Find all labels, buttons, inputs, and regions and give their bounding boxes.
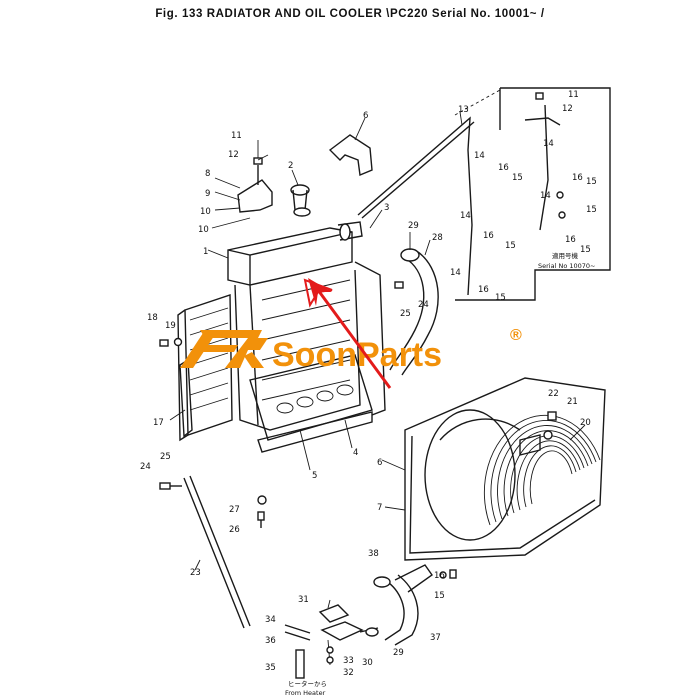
callout-31: 31 (298, 595, 309, 605)
callout-15-bottom: 15 (434, 591, 445, 601)
callout-16b: 16 (483, 231, 494, 241)
inset-jp-label: 適用号機 (552, 251, 579, 260)
heater-en-label: From Heater (285, 689, 326, 697)
callout-15b: 15 (505, 241, 516, 251)
callout-5: 5 (312, 471, 317, 481)
callout-2: 2 (288, 161, 293, 171)
callout-3: 3 (384, 203, 389, 213)
callout-36: 36 (265, 636, 276, 646)
inset-callout-16b: 16 (565, 235, 576, 245)
figure-title: Fig. 133 RADIATOR AND OIL COOLER \PC220 … (155, 8, 545, 20)
callout-14a: 14 (474, 151, 485, 161)
heater-jp-label: ヒーターから (288, 679, 327, 688)
stay-rod-23 (183, 475, 251, 629)
callout-13: 13 (458, 105, 469, 115)
inset-callout-16: 16 (572, 173, 583, 183)
callout-22: 22 (548, 389, 559, 399)
callout-9: 9 (205, 189, 210, 199)
callout-29: 29 (393, 648, 404, 658)
heater-pipe (284, 604, 379, 679)
red-arrow-icon (303, 278, 392, 389)
callout-21: 21 (567, 397, 578, 407)
inset-callout-15b: 15 (586, 205, 597, 215)
bolts (159, 281, 557, 579)
callout-1: 1 (203, 247, 208, 257)
inset-serial-label: Serial No 10070~ (538, 262, 596, 270)
callout-32: 32 (343, 668, 354, 678)
fan-shroud (404, 377, 606, 561)
callout-11: 11 (231, 131, 242, 141)
lower-hose (373, 564, 433, 646)
callout-8: 8 (205, 169, 210, 179)
callout-37: 37 (430, 633, 441, 643)
hose-28 (389, 248, 439, 376)
callout-14b: 14 (460, 211, 471, 221)
inset-callout-11: 11 (568, 90, 579, 100)
inset-callout-15c: 15 (580, 245, 591, 255)
callout-30: 30 (362, 658, 373, 668)
callout-25-top: 25 (400, 309, 411, 319)
radiator-assembly (227, 184, 386, 453)
callout-15a: 15 (512, 173, 523, 183)
callout-12: 12 (228, 150, 239, 160)
bracket-8 (237, 179, 273, 213)
callout-18: 18 (147, 313, 158, 323)
callout-35: 35 (265, 663, 276, 673)
watermark-registered: ® (510, 327, 522, 344)
callout-15c: 15 (495, 293, 506, 303)
callout-25-left: 25 (160, 452, 171, 462)
callout-7: 7 (377, 503, 382, 513)
callout-17: 17 (153, 418, 164, 428)
pipe-13 (357, 116, 475, 296)
callout-29-top: 29 (408, 221, 419, 231)
inset-callout-12: 12 (562, 104, 573, 114)
inset-callout-14a: 14 (543, 139, 554, 149)
callout-24-top: 24 (418, 300, 429, 310)
bracket-6 (328, 134, 373, 176)
leader-lines (169, 111, 586, 609)
callout-19: 19 (165, 321, 176, 331)
callout-16a: 16 (498, 163, 509, 173)
callout-10b: 10 (198, 225, 209, 235)
callout-10a: 10 (200, 207, 211, 217)
callout-16-bottom: 16 (434, 571, 445, 581)
callout-27: 27 (229, 505, 240, 515)
soonparts-emblem-icon (180, 330, 268, 368)
inset-detail (455, 87, 611, 301)
inset-callout-14b: 14 (540, 191, 551, 201)
callout-26: 26 (229, 525, 240, 535)
callout-numbers: 11 12 8 9 10 10 1 2 3 6 13 14 14 14 16 1… (140, 90, 597, 678)
callout-34: 34 (265, 615, 276, 625)
callout-33: 33 (343, 656, 354, 666)
callout-4: 4 (353, 448, 358, 458)
callout-16c: 16 (478, 285, 489, 295)
callout-24-left: 24 (140, 462, 151, 472)
callout-6: 6 (377, 458, 382, 468)
callout-14c: 14 (450, 268, 461, 278)
callout-38: 38 (368, 549, 379, 559)
inset-callout-15a: 15 (586, 177, 597, 187)
callout-6-top: 6 (363, 111, 368, 121)
callout-20: 20 (580, 418, 591, 428)
callout-28: 28 (432, 233, 443, 243)
callout-23: 23 (190, 568, 201, 578)
